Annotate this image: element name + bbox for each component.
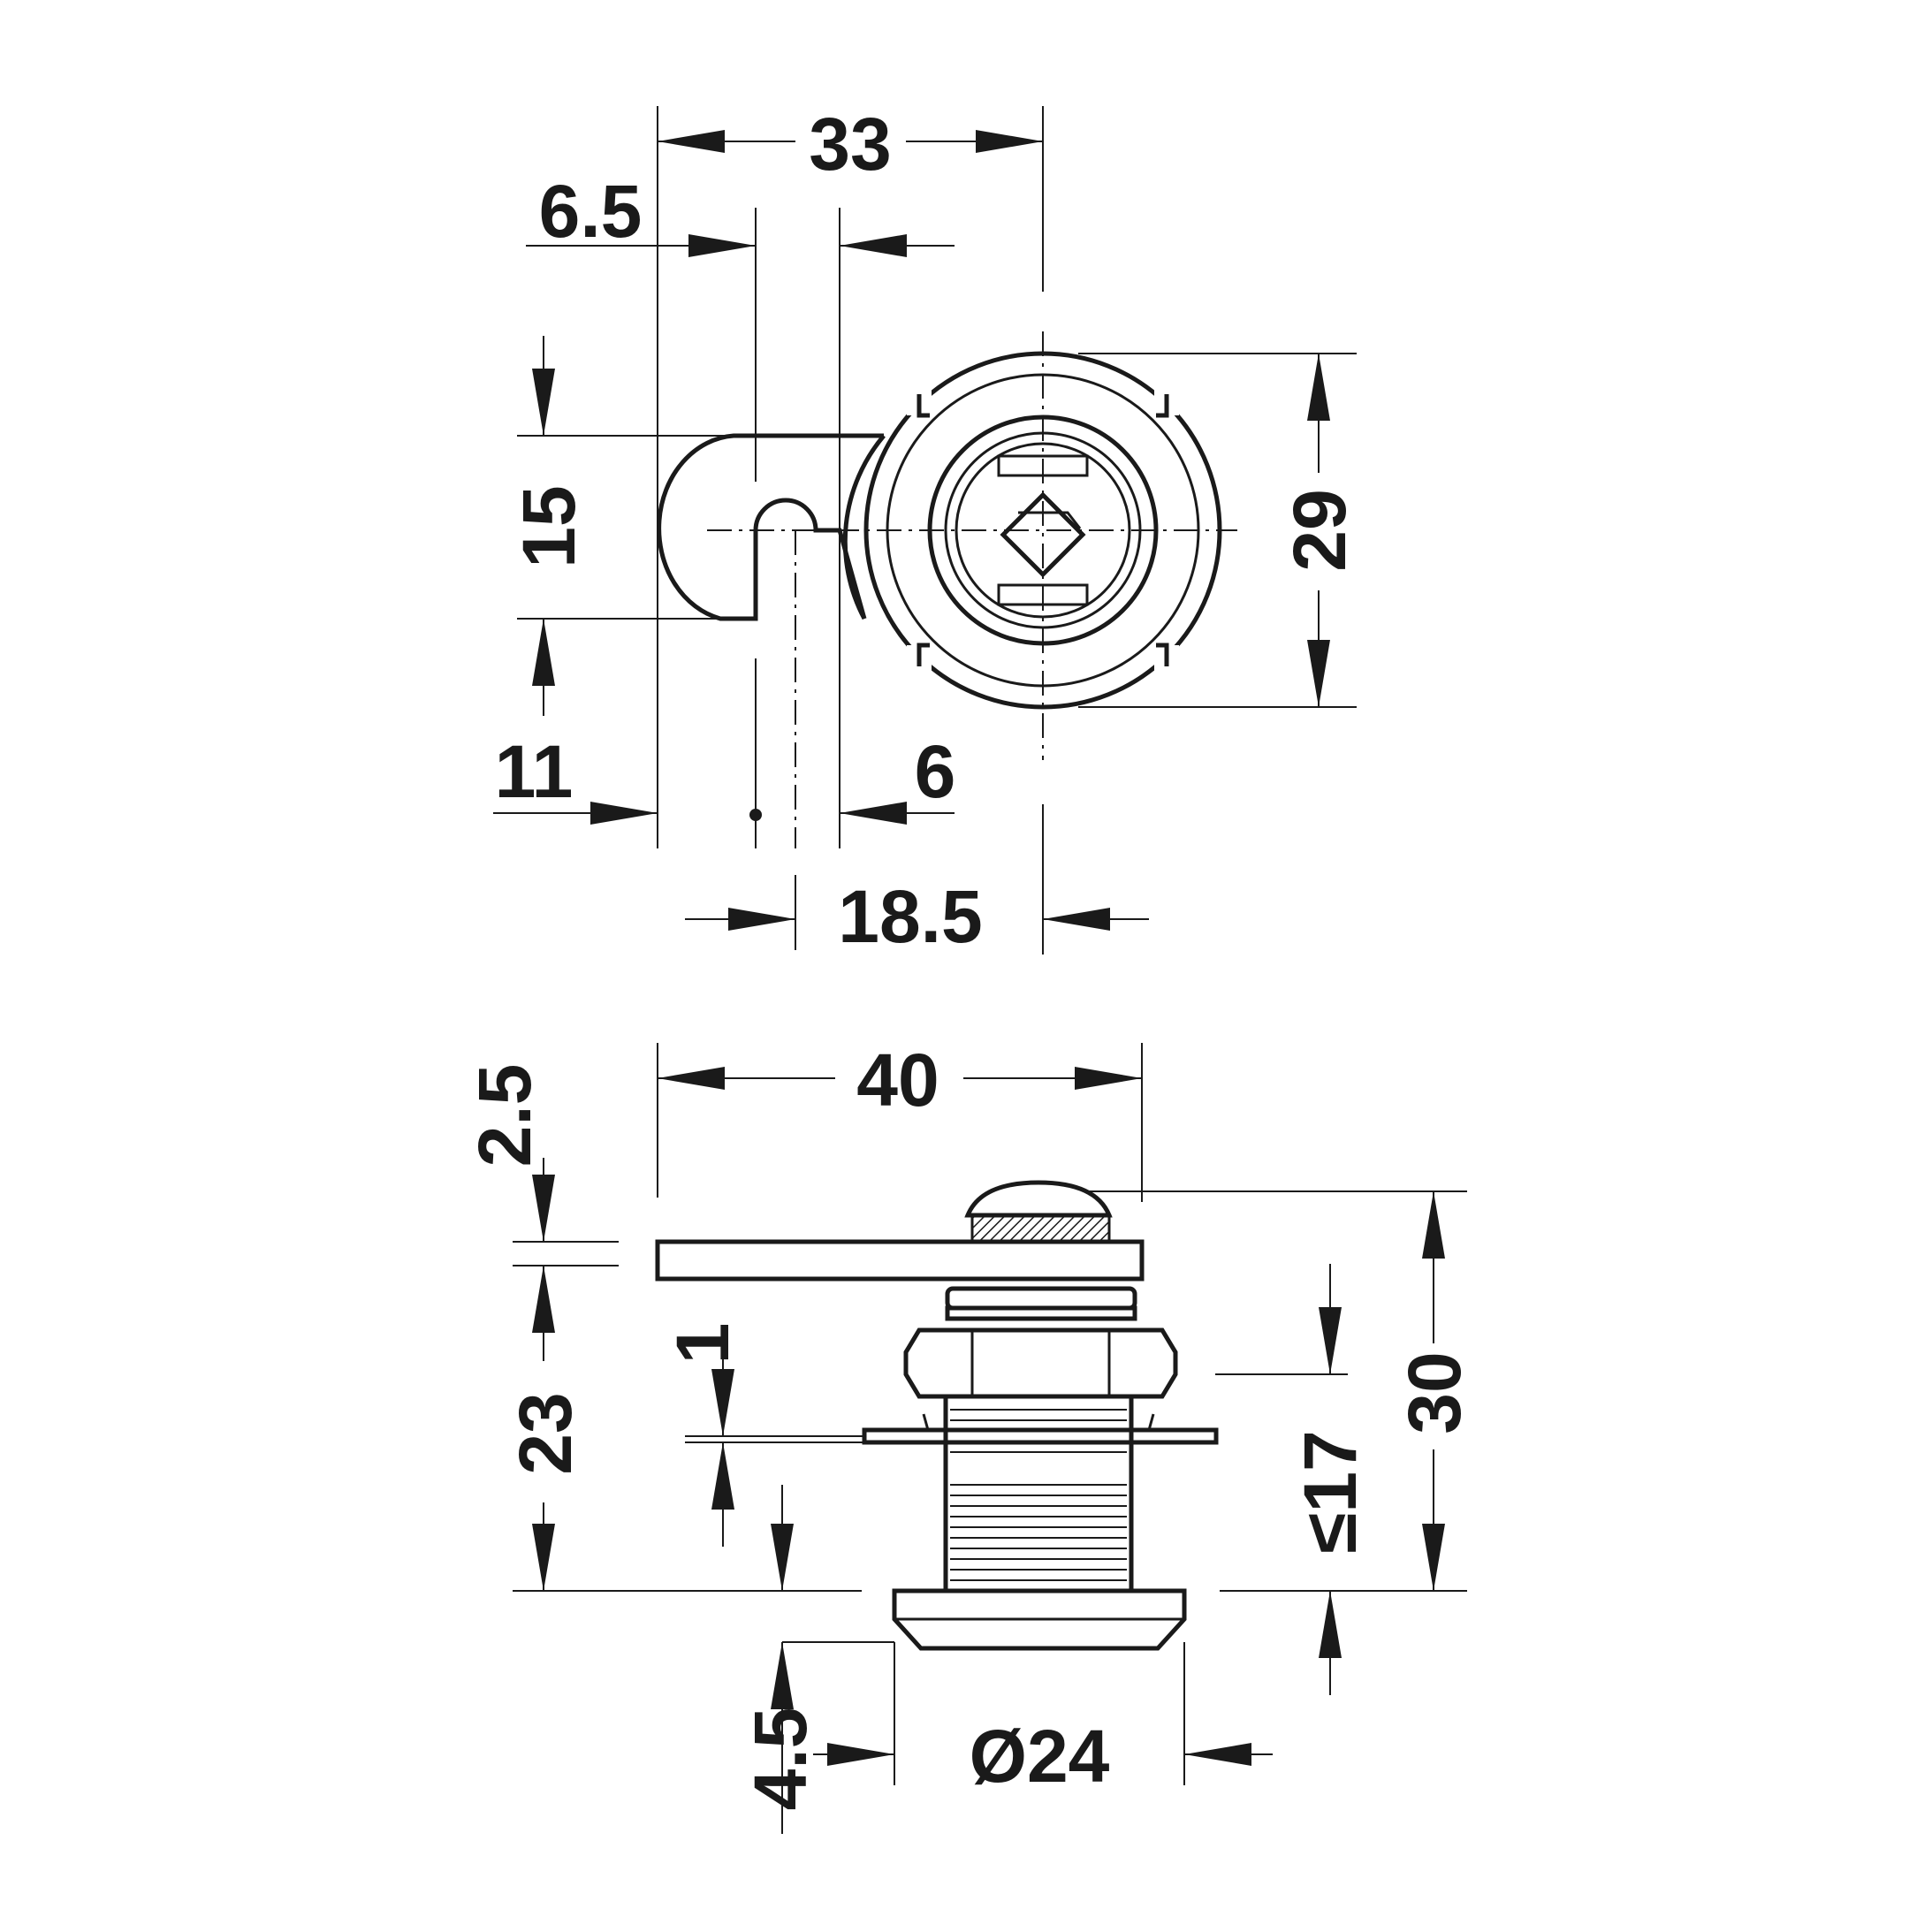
dim-cam-tip: 11 bbox=[495, 730, 574, 813]
dim-bezel-diameter: Ø24 bbox=[970, 1715, 1110, 1798]
dim-cam-thickness: 2.5 bbox=[463, 1064, 546, 1168]
dim-body-diameter: 29 bbox=[1278, 489, 1361, 571]
dim-overall-width: 33 bbox=[809, 103, 891, 186]
dim-cam-length: 40 bbox=[856, 1038, 939, 1122]
dim-overall-height: 30 bbox=[1393, 1351, 1476, 1434]
lock-face-icon bbox=[863, 351, 1222, 710]
side-view: 40 2.5 23 1 30 ≤17 4.5 bbox=[463, 1038, 1476, 1834]
dim-cam-offset: 6.5 bbox=[539, 170, 643, 253]
dim-panel-thickness: ≤17 bbox=[1289, 1430, 1372, 1554]
dim-cam-to-bezel: 23 bbox=[504, 1392, 587, 1474]
dim-washer: 1 bbox=[661, 1323, 744, 1365]
cam-hook-icon bbox=[657, 433, 886, 621]
top-view: 33 6.5 15 29 11 6 18.5 bbox=[493, 103, 1361, 958]
dim-cam-height: 15 bbox=[507, 485, 590, 567]
cam-lock-side-icon bbox=[655, 1180, 1219, 1651]
thread-lines bbox=[950, 1409, 1127, 1581]
dim-center-offset: 18.5 bbox=[838, 875, 983, 958]
dim-slot-width: 6 bbox=[915, 730, 956, 813]
dim-bezel-height: 4.5 bbox=[739, 1708, 822, 1811]
